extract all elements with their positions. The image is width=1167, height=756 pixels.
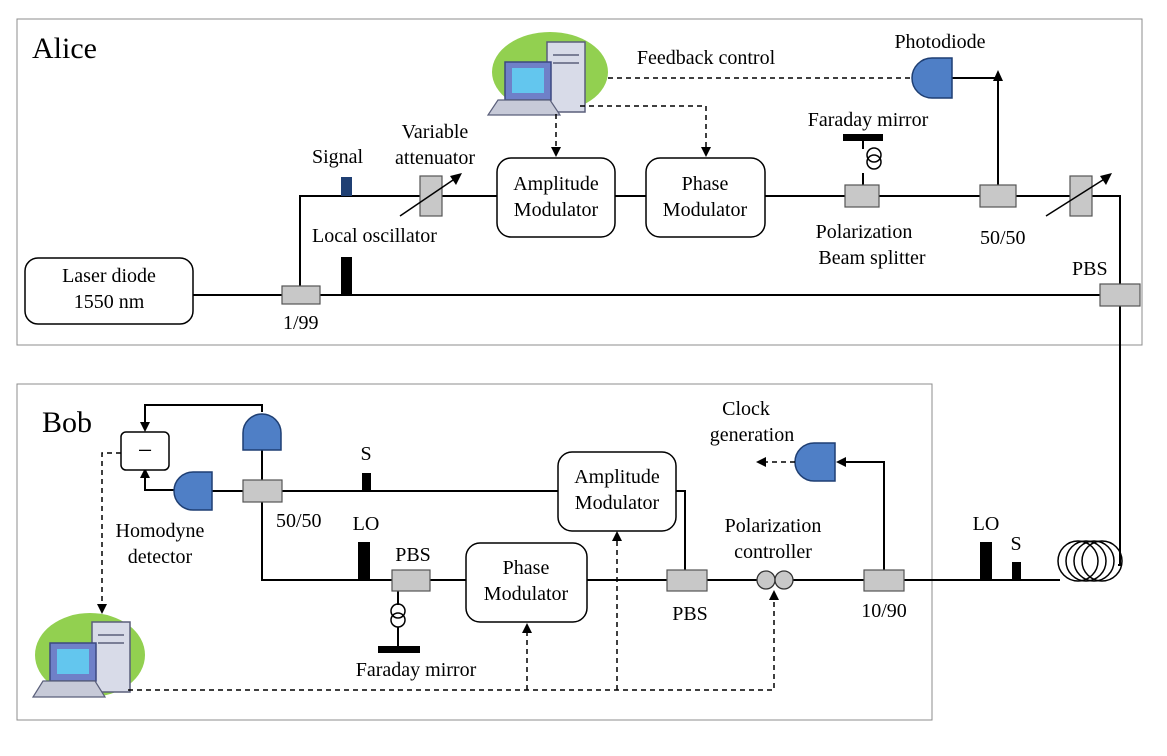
coupler-1-99-icon [281,285,321,305]
alice-panel [16,18,1143,346]
alice-output-attenuator-icon [1045,173,1112,217]
bob-coupler-50-50-label: 50/50 [276,510,322,532]
fiber-lo-pulse [980,542,992,580]
bob-computer-icon [31,613,145,698]
bob-panel [16,383,933,721]
bob-amplitude-modulator-line1: Amplitude [574,466,660,488]
bob-amplitude-modulator-line2: Modulator [575,492,660,514]
bob-s-pulse [362,473,371,491]
bob-lo-pulse-label: LO [353,513,380,535]
bob-homodyne-detector-top-icon [242,413,282,451]
signal-label: Signal [312,146,364,168]
photodiode-arrow [993,70,1003,81]
bob-faraday-mirror-icon [378,603,420,653]
bob-lo-pulse [358,542,370,580]
alice-fiber-lines [193,77,1121,566]
bob-pbs-left-icon [391,569,431,592]
alice-computer-to-pm [580,105,707,150]
subtractor-box [120,431,170,471]
clock-generation-line2: generation [710,424,794,446]
coupler-10-90-label: 10/90 [861,600,907,622]
signal-pulse [341,177,352,196]
alice-photodiode-label: Photodiode [894,31,985,53]
bob-pbs-left-label: PBS [395,544,431,566]
alice-faraday-mirror-label: Faraday mirror [808,109,929,131]
laser-diode-line2: 1550 nm [74,291,145,313]
bob-homodyne-detector-left-icon [173,471,213,511]
bob-control-lines [97,452,779,691]
alice-pbs-icon [1099,283,1141,307]
bob-amplitude-modulator: Amplitude Modulator [557,451,677,532]
alice-coupler-50-50-icon [979,184,1017,208]
alice-phase-modulator-line1: Phase [682,173,729,195]
alice-amplitude-modulator-line1: Amplitude [513,173,599,195]
clock-generation-line1: Clock [722,398,770,420]
coupler-1-99-label: 1/99 [283,312,319,334]
polarization-controller-line2: controller [734,541,812,563]
fiber-spool-icon [1057,540,1123,582]
subtractor-symbol: − [138,436,153,465]
feedback-control-label: Feedback control [637,47,776,69]
alice-phase-modulator: Phase Modulator [645,157,766,238]
alice-amplitude-modulator: Amplitude Modulator [496,157,616,238]
bob-pbs-right-icon [666,569,708,592]
variable-attenuator-line2: attenuator [395,147,475,169]
alice-phase-modulator-line2: Modulator [663,199,748,221]
alice-pbs-label-line2: Beam splitter [818,247,926,269]
fiber-lo-label: LO [973,513,1000,535]
polarization-controller-line1: Polarization [725,515,822,537]
laser-diode-line1: Laser diode [62,265,156,287]
bob-fiber-lines [144,404,1060,605]
fiber-s-label: S [1010,533,1021,555]
homodyne-detector-line2: detector [128,546,193,568]
alice-photodiode-icon [911,57,953,99]
variable-attenuator-line1: Variable [402,121,469,143]
bob-phase-modulator-line2: Modulator [484,583,569,605]
alice-faraday-mirror-icon [843,134,883,170]
laser-diode: Laser diode 1550 nm [24,257,194,325]
bob-coupler-50-50-icon [242,479,283,503]
alice-polarization-beam-splitter-icon [844,184,880,208]
bob-phase-modulator: Phase Modulator [465,542,588,623]
alice-coupler-50-50-label: 50/50 [980,227,1026,249]
coupler-10-90-icon [863,569,905,592]
fiber-s-pulse [1012,562,1021,580]
local-oscillator-label: Local oscillator [312,225,437,247]
homodyne-detector-line1: Homodyne [116,520,205,542]
alice-label: Alice [32,32,97,65]
alice-pbs-label: PBS [1072,258,1108,280]
alice-amplitude-modulator-line2: Modulator [514,199,599,221]
alice-pbs-label-line1: Polarization [816,221,913,243]
local-oscillator-pulse [341,257,352,295]
bob-phase-modulator-line1: Phase [503,557,550,579]
bob-s-pulse-label: S [360,443,371,465]
variable-attenuator-icon [399,173,462,217]
bob-clock-detector-icon [794,442,836,482]
bob-faraday-mirror-label: Faraday mirror [356,659,477,681]
bob-label: Bob [42,406,92,439]
polarization-controller-icon [756,570,794,590]
alice-computer-icon [486,32,608,116]
bob-pbs-right-label: PBS [672,603,708,625]
